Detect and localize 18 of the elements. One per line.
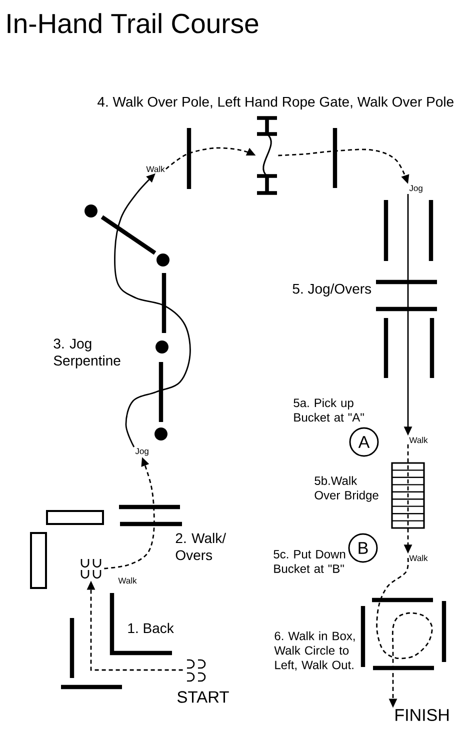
gait-label: Jog <box>135 448 148 456</box>
step-label: 6. Walk in Box, Walk Circle to Left, Walk Out. <box>274 631 355 671</box>
step-label: 5b.Walk Over Bridge <box>314 476 378 502</box>
finish-label: FINISH <box>396 708 449 722</box>
gait-label: Walk <box>118 577 137 584</box>
rope-gate <box>255 116 279 195</box>
gait-label: Jog <box>409 185 422 193</box>
step-label: 5. Jog/Overs <box>292 283 372 297</box>
hoofprints-icon <box>80 558 102 579</box>
gait-label: Walk <box>409 554 428 562</box>
step-label: 1. Back <box>128 622 174 634</box>
hoofprints-icon <box>186 659 206 682</box>
step-label: 2. Walk/ Overs <box>176 532 226 560</box>
step-label: 3. Jog Serpentine <box>54 338 120 368</box>
title: In-Hand Trail Course <box>8 13 258 34</box>
start-label: START <box>177 691 229 703</box>
gait-label: Walk <box>409 436 428 444</box>
gait-label: Walk <box>146 166 165 172</box>
